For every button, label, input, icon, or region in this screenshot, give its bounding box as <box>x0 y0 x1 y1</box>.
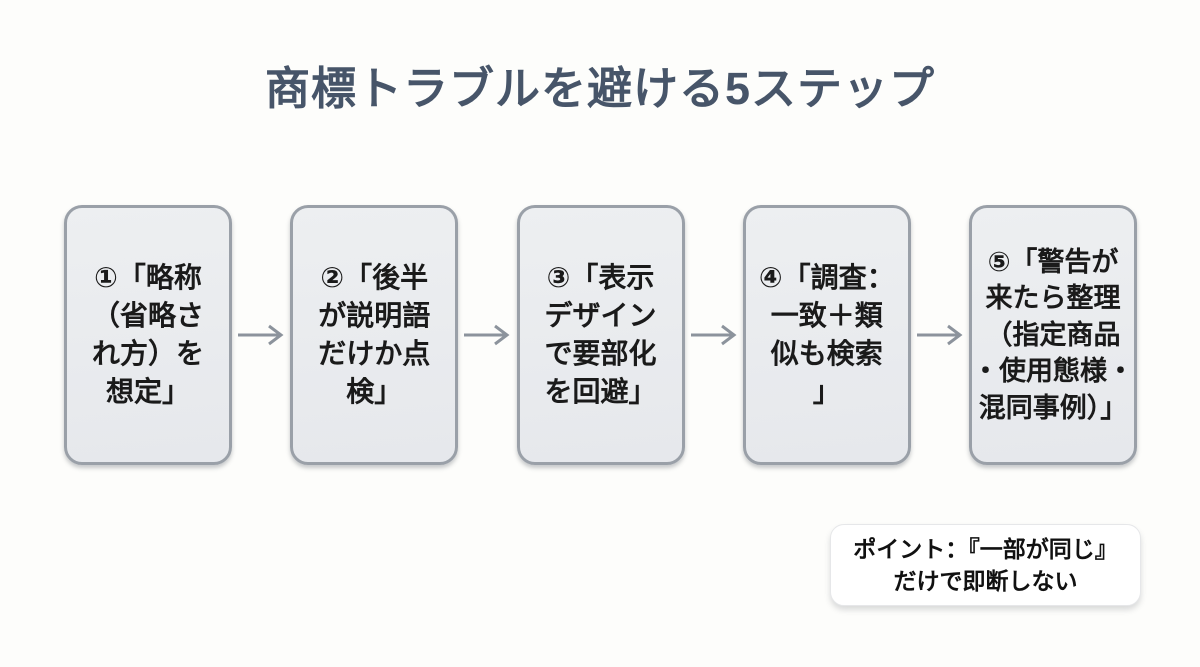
right-arrow-icon <box>238 324 284 346</box>
flow-steps-row: ①「略称 （省略さ れ方）を 想定」 ②「後半 が説明語 だけか点 検」 ③「表… <box>64 205 1137 465</box>
arrow-cell-4 <box>911 205 969 465</box>
step-2-text: ②「後半 が説明語 だけか点 検」 <box>318 262 431 407</box>
step-1-text: ①「略称 （省略さ れ方）を 想定」 <box>91 262 204 407</box>
right-arrow-icon <box>916 324 963 346</box>
right-arrow-icon <box>690 324 737 346</box>
page-title: 商標トラブルを避ける5ステップ <box>264 63 936 114</box>
step-5-text: ⑤「警告が 来たら整理 （指定商品 ・使用態様・ 混同事例）」 <box>972 246 1134 423</box>
step-3-text: ③「表示 デザイン で要部化 を回避」 <box>544 262 657 407</box>
point-note-text: ポイント：『一部が同じ』 だけで即断しない <box>853 536 1118 594</box>
step-box-3: ③「表示 デザイン で要部化 を回避」 <box>516 205 685 465</box>
step-box-2: ②「後半 が説明語 だけか点 検」 <box>290 205 459 465</box>
arrow-cell-1 <box>232 205 290 465</box>
point-note-box: ポイント：『一部が同じ』 だけで即断しない <box>830 524 1141 606</box>
step-box-1: ①「略称 （省略さ れ方）を 想定」 <box>64 205 232 465</box>
step-box-4: ④「調査： 一致＋類 似も検索 」 <box>742 205 911 465</box>
step-box-5: ⑤「警告が 来たら整理 （指定商品 ・使用態様・ 混同事例）」 <box>969 205 1137 465</box>
step-4-text: ④「調査： 一致＋類 似も検索 」 <box>758 262 895 407</box>
arrow-cell-2 <box>458 205 516 465</box>
right-arrow-icon <box>464 324 510 346</box>
arrow-cell-3 <box>685 205 743 465</box>
